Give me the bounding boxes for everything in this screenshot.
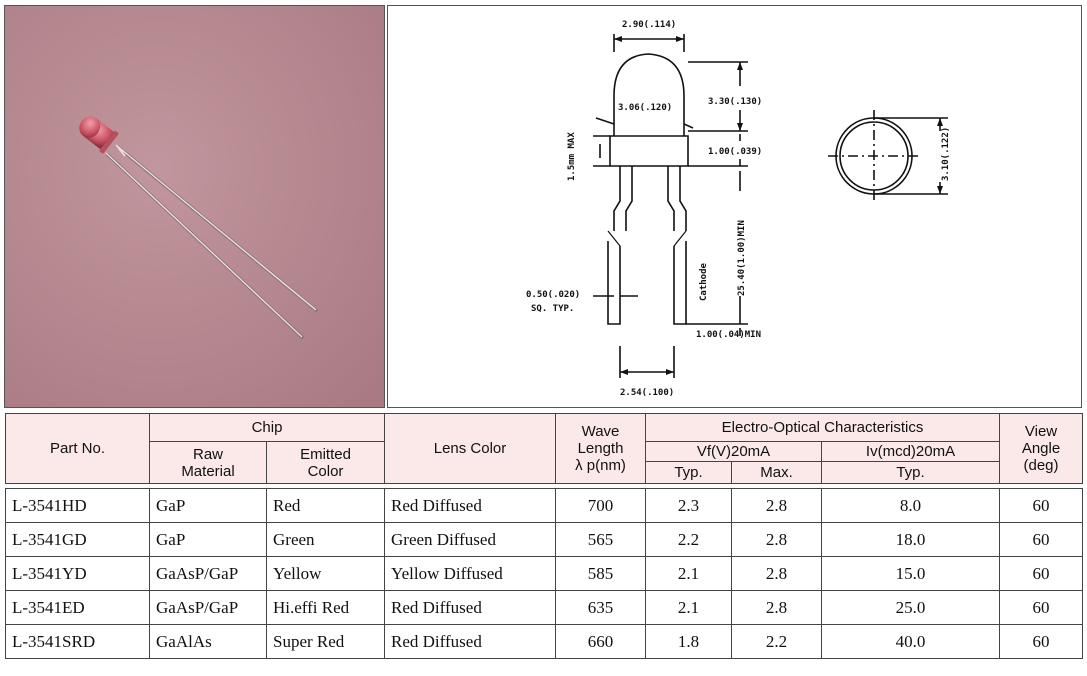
table-row: L-3541SRD GaAlAs Super Red Red Diffused … xyxy=(5,624,1084,659)
cell-color: Yellow xyxy=(265,556,386,591)
cell-vf-max: 2.8 xyxy=(731,590,823,625)
header-chip: Chip xyxy=(148,413,386,442)
cell-material: GaAlAs xyxy=(149,624,267,659)
cell-color: Green xyxy=(265,522,386,557)
dim-top-width: 2.90(.114) xyxy=(622,20,676,30)
led-photo xyxy=(4,5,385,408)
header-wave-line3: λ p(nm) xyxy=(575,457,626,474)
header-electro-optical: Electro-Optical Characteristics xyxy=(645,413,1001,442)
header-iv-typ: Typ. xyxy=(821,461,1001,484)
cell-lens: Green Diffused xyxy=(384,522,557,557)
cell-iv-typ: 18.0 xyxy=(821,522,1001,557)
header-view-line3: (deg) xyxy=(1023,457,1059,474)
dim-flange-max: 1.5mm MAX xyxy=(567,132,577,181)
cell-color: Hi.effi Red xyxy=(265,590,386,625)
cathode-label: Cathode xyxy=(699,262,709,301)
cell-vf-max: 2.2 xyxy=(731,624,823,659)
header-view-angle: View Angle (deg) xyxy=(999,413,1084,484)
cell-vf-typ: 1.8 xyxy=(645,624,733,659)
cell-angle: 60 xyxy=(999,522,1084,557)
cell-iv-typ: 15.0 xyxy=(821,556,1001,591)
dim-lead-square-note: SQ. TYP. xyxy=(531,304,574,314)
cell-vf-typ: 2.1 xyxy=(645,590,733,625)
cell-part: L-3541HD xyxy=(5,488,150,523)
cell-part: L-3541GD xyxy=(5,522,150,557)
cell-vf-max: 2.8 xyxy=(731,522,823,557)
cell-material: GaAsP/GaP xyxy=(149,556,267,591)
cell-wave: 565 xyxy=(555,522,647,557)
table-row: L-3541HD GaP Red Red Diffused 700 2.3 2.… xyxy=(5,488,1084,523)
cell-material: GaP xyxy=(149,488,267,523)
header-wave-line2: Length xyxy=(577,440,624,457)
cell-wave: 635 xyxy=(555,590,647,625)
cell-material: GaP xyxy=(149,522,267,557)
cell-angle: 60 xyxy=(999,624,1084,659)
header-raw-line2: Material xyxy=(181,462,235,480)
cell-wave: 700 xyxy=(555,488,647,523)
cell-part: L-3541SRD xyxy=(5,624,150,659)
cell-part: L-3541YD xyxy=(5,556,150,591)
cell-vf-max: 2.8 xyxy=(731,488,823,523)
led-dimension-diagram: 2.90(.114) 3.30(.130) 3.06(.120) 1.00(.0… xyxy=(526,20,951,398)
table-row: L-3541YD GaAsP/GaP Yellow Yellow Diffuse… xyxy=(5,556,1084,591)
cell-angle: 60 xyxy=(999,590,1084,625)
cell-iv-typ: 8.0 xyxy=(821,488,1001,523)
table-row: L-3541ED GaAsP/GaP Hi.effi Red Red Diffu… xyxy=(5,590,1084,625)
dim-lead-spacing: 2.54(.100) xyxy=(620,388,674,398)
dim-dome-height: 3.30(.130) xyxy=(708,97,762,107)
cell-part: L-3541ED xyxy=(5,590,150,625)
header-view-line2: Angle xyxy=(1021,440,1061,457)
header-vf-max: Max. xyxy=(731,461,823,484)
cell-lens: Yellow Diffused xyxy=(384,556,557,591)
cell-vf-typ: 2.1 xyxy=(645,556,733,591)
cell-material: GaAsP/GaP xyxy=(149,590,267,625)
cell-vf-typ: 2.3 xyxy=(645,488,733,523)
cell-wave: 660 xyxy=(555,624,647,659)
spec-rows: L-3541HD GaP Red Red Diffused 700 2.3 2.… xyxy=(5,488,1084,659)
cell-iv-typ: 25.0 xyxy=(821,590,1001,625)
cell-wave: 585 xyxy=(555,556,647,591)
header-lens-color: Lens Color xyxy=(384,413,557,484)
header-figures: 2.90(.114) 3.30(.130) 3.06(.120) 1.00(.0… xyxy=(4,5,1082,408)
dim-top-view: 3.10(.122) xyxy=(941,127,951,181)
cell-angle: 60 xyxy=(999,488,1084,523)
dim-body-dia: 3.06(.120) xyxy=(618,103,672,113)
cell-angle: 60 xyxy=(999,556,1084,591)
dim-lead-min: 1.00(.04)MIN xyxy=(696,330,761,340)
header-view-line1: View xyxy=(1024,423,1058,440)
dim-flange-height: 1.00(.039) xyxy=(708,147,762,157)
cell-vf-typ: 2.2 xyxy=(645,522,733,557)
spec-table: Part No. Chip Lens Color Wave Length λ p… xyxy=(5,413,1084,659)
header-raw-material: Raw Material xyxy=(149,441,267,484)
header-part-no: Part No. xyxy=(5,413,150,484)
cell-color: Red xyxy=(265,488,386,523)
dim-lead-square: 0.50(.020) xyxy=(526,290,580,300)
header-wave-length: Wave Length λ p(nm) xyxy=(555,413,647,484)
header-raw-line1: Raw xyxy=(192,445,223,463)
table-row: L-3541GD GaP Green Green Diffused 565 2.… xyxy=(5,522,1084,557)
header-emitted-color: Emitted Color xyxy=(265,441,386,484)
header-emitted-line1: Emitted xyxy=(300,445,351,463)
cell-lens: Red Diffused xyxy=(384,590,557,625)
dimension-drawing: 2.90(.114) 3.30(.130) 3.06(.120) 1.00(.0… xyxy=(387,5,1082,408)
cell-iv-typ: 40.0 xyxy=(821,624,1001,659)
cell-vf-max: 2.8 xyxy=(731,556,823,591)
header-vf-typ: Typ. xyxy=(645,461,733,484)
cell-lens: Red Diffused xyxy=(384,624,557,659)
cell-lens: Red Diffused xyxy=(384,488,557,523)
header-vf: Vf(V)20mA xyxy=(645,441,823,462)
led-photo-illustration xyxy=(5,6,384,407)
header-wave-line1: Wave xyxy=(581,423,620,440)
dim-lead-length: 25.40(1.00)MIN xyxy=(737,220,747,296)
cell-color: Super Red xyxy=(265,624,386,659)
header-emitted-line2: Color xyxy=(307,462,344,480)
header-iv: Iv(mcd)20mA xyxy=(821,441,1001,462)
